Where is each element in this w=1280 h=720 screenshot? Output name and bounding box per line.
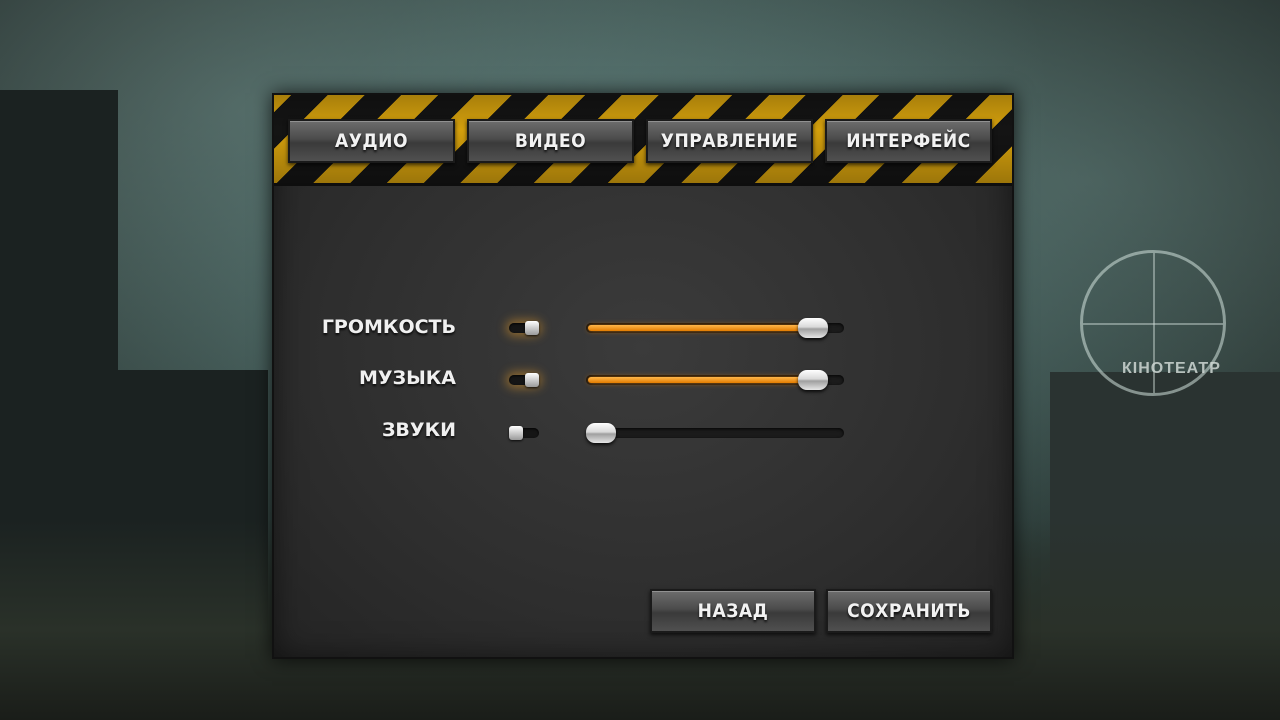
ferris-wheel <box>1080 250 1226 396</box>
back-button[interactable]: НАЗАД <box>650 589 816 633</box>
toggle-knob[interactable] <box>525 321 539 335</box>
music-toggle[interactable] <box>509 373 539 387</box>
tab-controls[interactable]: УПРАВЛЕНИЕ <box>646 119 813 163</box>
save-button[interactable]: СОХРАНИТЬ <box>826 589 992 633</box>
slider-thumb[interactable] <box>798 318 828 338</box>
volume-label: ГРОМКОСТЬ <box>321 316 456 338</box>
sounds-toggle[interactable] <box>509 426 539 440</box>
tab-interface[interactable]: ИНТЕРФЕЙС <box>825 119 992 163</box>
slider-fill <box>588 377 813 383</box>
slider-thumb[interactable] <box>586 423 616 443</box>
sounds-slider[interactable] <box>586 423 844 443</box>
slider-thumb[interactable] <box>798 370 828 390</box>
music-slider[interactable] <box>586 370 844 390</box>
toggle-knob[interactable] <box>525 373 539 387</box>
volume-toggle[interactable] <box>509 321 539 335</box>
sounds-label: ЗВУКИ <box>381 419 456 441</box>
settings-panel: АУДИО ВИДЕО УПРАВЛЕНИЕ ИНТЕРФЕЙС ГРОМКОС… <box>272 93 1014 659</box>
slider-fill <box>588 325 813 331</box>
music-label: МУЗЫКА <box>359 367 456 389</box>
toggle-knob[interactable] <box>509 426 523 440</box>
cinema-sign: КІНОТЕАТР <box>1122 360 1221 377</box>
tab-video[interactable]: ВИДЕО <box>467 119 634 163</box>
tab-audio[interactable]: АУДИО <box>288 119 455 163</box>
volume-slider[interactable] <box>586 318 844 338</box>
